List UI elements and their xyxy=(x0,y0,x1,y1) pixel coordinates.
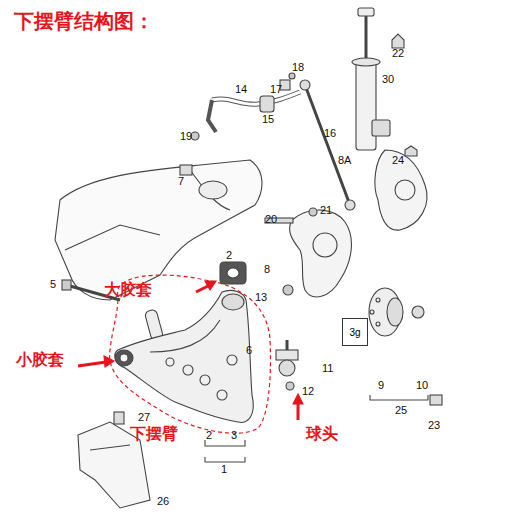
callout-number: 8A xyxy=(338,155,351,166)
callout-number: 13 xyxy=(255,292,267,303)
callout-number: 14 xyxy=(235,84,247,95)
part-name: 大胶套 xyxy=(104,282,152,298)
callout-number: 12 xyxy=(302,386,314,397)
callout-number: 21 xyxy=(320,205,332,216)
callout-number: 23 xyxy=(428,420,440,431)
callout-number: 24 xyxy=(392,155,404,166)
callout-number: 11 xyxy=(322,363,333,374)
diagram-title: 下摆臂结构图： xyxy=(14,8,154,35)
part-name: 下摆臂 xyxy=(130,426,178,442)
callout-number: 19 xyxy=(180,131,192,142)
callout-number: 2 xyxy=(206,430,212,441)
node-text: 3g xyxy=(349,327,360,338)
callout-number: 27 xyxy=(138,412,150,423)
callout-number: 16 xyxy=(324,128,336,139)
callout-number: 7 xyxy=(178,176,184,187)
callout-number: 20 xyxy=(265,214,277,225)
part-name: 小胶套 xyxy=(16,352,64,368)
callout-number: 1 xyxy=(221,464,227,475)
callout-number: 6 xyxy=(246,345,252,356)
callout-number: 22 xyxy=(392,48,404,59)
callout-number: 8 xyxy=(264,264,270,275)
callout-number: 26 xyxy=(157,496,169,507)
callout-number: 18 xyxy=(292,62,304,73)
callout-number: 2 xyxy=(226,250,232,261)
callout-number: 5 xyxy=(50,279,56,290)
callout-number: 30 xyxy=(382,74,394,85)
part-name: 球头 xyxy=(306,426,338,442)
weight-box: 3g xyxy=(342,318,368,346)
callout-number: 17 xyxy=(270,84,282,95)
callout-number: 10 xyxy=(416,380,428,391)
callout-number: 15 xyxy=(262,114,274,125)
callout-number: 25 xyxy=(395,405,407,416)
callout-number: 3 xyxy=(231,430,237,441)
callout-number: 9 xyxy=(378,380,384,391)
